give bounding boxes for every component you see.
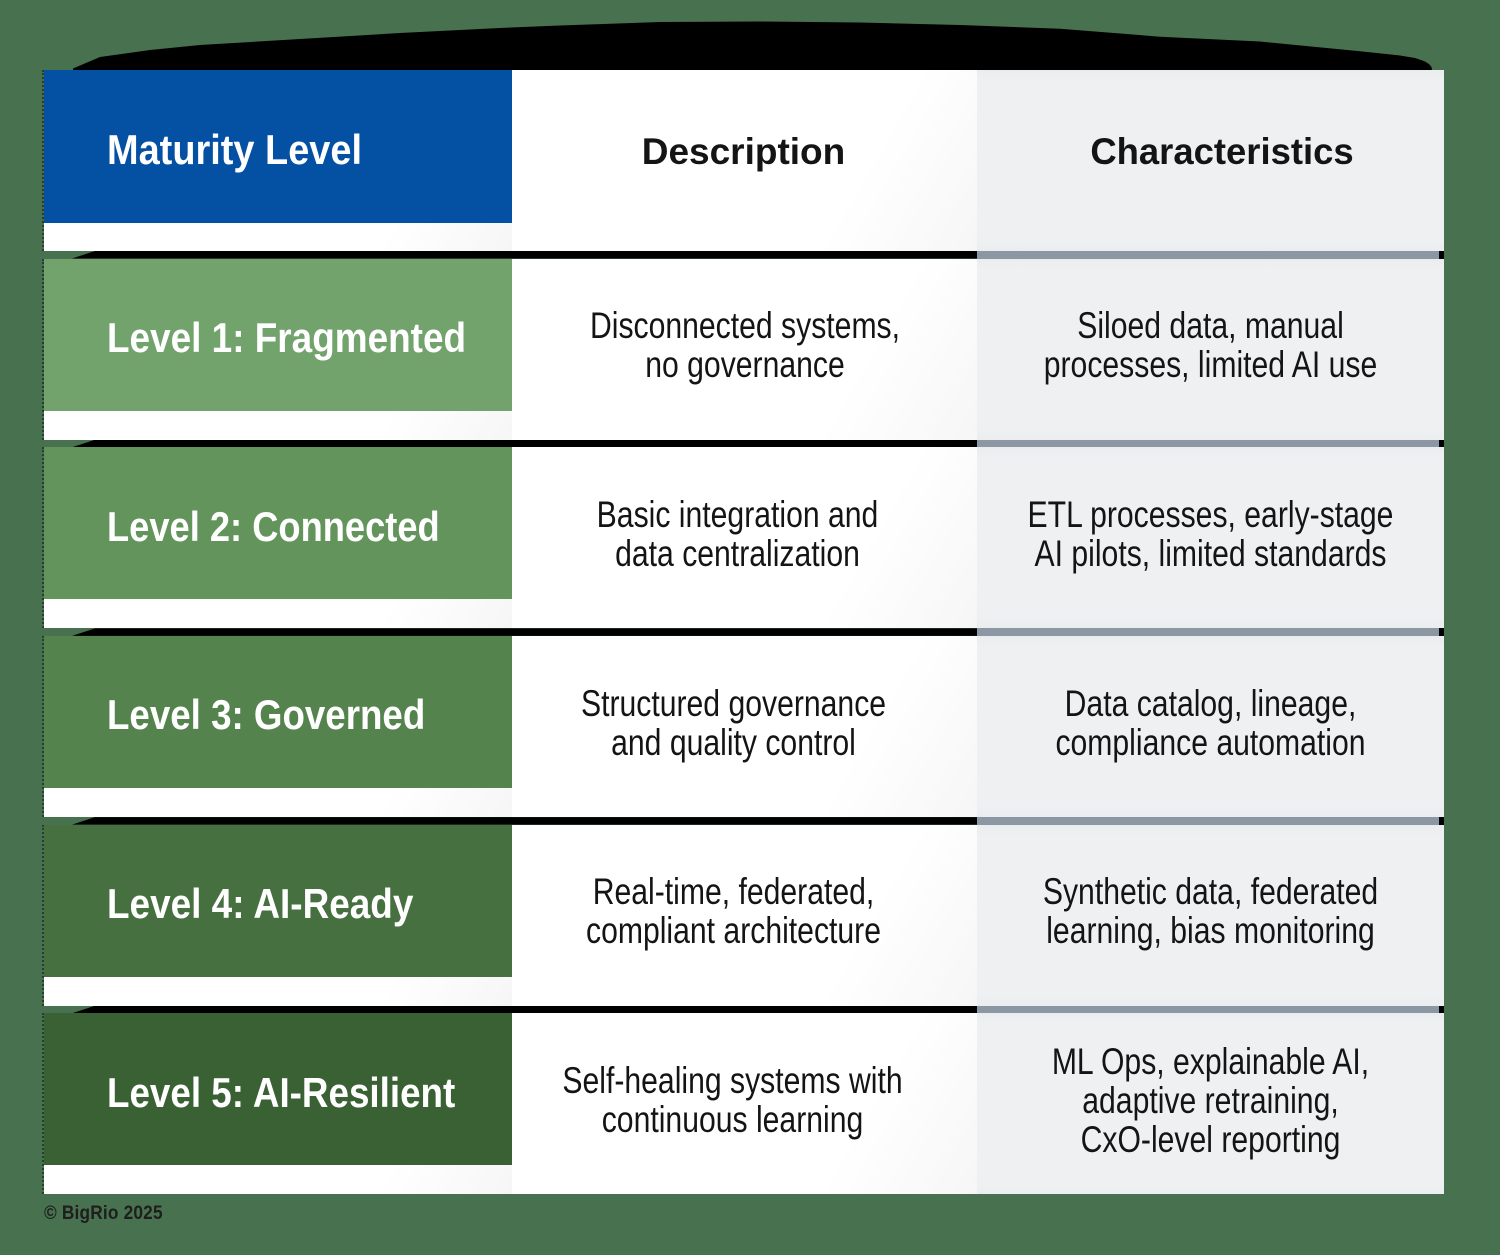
description-line: and quality control [611,721,856,763]
separator-shadow-gray [977,628,1439,636]
table-row-level-3: Level 3: Governed Structured governance … [42,635,1444,818]
description-line: Disconnected systems, [589,305,901,347]
table-row-level-1: Level 1: Fragmented Disconnected systems… [42,258,1444,440]
characteristics-line: Data catalog, lineage, [1064,682,1357,724]
separator-shadow-gray [977,1005,1439,1014]
characteristics-line: AI pilots, limited standards [1034,532,1387,574]
separator-shadow-black [72,817,977,825]
description-line: Real-time, federated, [592,871,875,913]
characteristics-line: Siloed data, manual [1077,305,1344,347]
description-cell: Structured governance and quality contro… [512,635,977,818]
separator-shadow-gray [977,251,1439,259]
level-label: Level 3: Governed [107,691,426,739]
separator-shadow-black [72,1005,977,1014]
description-cell: Self-healing systems with continuous lea… [512,1013,977,1195]
level-cell: Level 1: Fragmented [44,258,512,411]
separator-shadow-black [72,251,977,259]
level-label: Level 2: Connected [107,502,440,550]
description-line: data centralization [615,532,860,574]
row-strip [44,787,512,818]
row-separator [72,1005,1444,1014]
level-cell: Level 2: Connected [44,447,512,600]
header-characteristics-label: Characteristics [1090,131,1354,173]
separator-shadow-tip [1439,628,1444,636]
level-cell: Level 4: AI-Ready [44,824,512,977]
separator-shadow-tip [1439,1005,1444,1014]
row-strip [44,410,512,440]
level-label: Level 4: AI-Ready [107,880,414,928]
level-cell: Level 3: Governed [44,635,512,788]
characteristics-line: compliance automation [1055,721,1366,763]
description-cell: Real-time, federated, compliant architec… [512,824,977,1006]
characteristics-line: ML Ops, explainable AI, [1051,1040,1370,1082]
separator-shadow-tip [1439,817,1444,825]
characteristics-line: CxO-level reporting [1080,1118,1341,1160]
level-cell: Level 5: AI-Resilient [44,1013,512,1166]
characteristics-line: adaptive retraining, [1082,1079,1339,1121]
characteristics-line: ETL processes, early-stage [1027,493,1394,535]
description-cell: Basic integration and data centralizatio… [512,447,977,629]
row-separator [72,817,1444,825]
row-strip [44,1165,512,1195]
separator-shadow-gray [977,439,1439,448]
header-description: Description [512,70,977,251]
header-strip [44,223,512,251]
table-row-level-2: Level 2: Connected Basic integration and… [42,447,1444,629]
table-row-level-4: Level 4: AI-Ready Real-time, federated, … [42,824,1444,1006]
description-line: continuous learning [601,1098,864,1140]
characteristics-cell: ML Ops, explainable AI, adaptive retrain… [977,1013,1444,1195]
table-row-level-5: Level 5: AI-Resilient Self-healing syste… [42,1013,1444,1195]
table-header-row: Maturity Level Description Characteristi… [42,70,1444,251]
header-characteristics: Characteristics [977,70,1444,251]
row-separator [72,628,1444,636]
description-line: compliant architecture [585,910,881,952]
description-line: Basic integration and [596,493,879,535]
top-arc-decoration [73,21,1432,70]
level-label: Level 1: Fragmented [107,314,467,361]
separator-shadow-gray [977,817,1439,825]
characteristics-cell: Synthetic data, federated learning, bias… [977,824,1444,1006]
description-line: no governance [645,344,845,386]
characteristics-cell: ETL processes, early-stage AI pilots, li… [977,447,1444,629]
characteristics-line: learning, bias monitoring [1046,910,1375,952]
description-cell: Disconnected systems, no governance [512,258,977,440]
copyright: © BigRio 2025 [44,1201,163,1224]
description-line: Structured governance [580,682,887,724]
separator-shadow-black [72,628,977,636]
header-maturity-level: Maturity Level [44,70,512,223]
separator-shadow-tip [1439,251,1444,259]
level-label: Level 5: AI-Resilient [107,1068,456,1116]
row-separator [72,251,1444,259]
description-line: Self-healing systems with [562,1060,903,1102]
separator-shadow-black [72,439,977,448]
characteristics-cell: Siloed data, manual processes, limited A… [977,258,1444,440]
characteristics-line: Synthetic data, federated [1042,871,1379,913]
characteristics-cell: Data catalog, lineage, compliance automa… [977,635,1444,818]
separator-shadow-tip [1439,439,1444,448]
row-separator [72,439,1444,448]
header-maturity-level-label: Maturity Level [107,126,363,173]
row-strip [44,599,512,629]
row-strip [44,976,512,1006]
header-description-label: Description [641,131,846,173]
characteristics-line: processes, limited AI use [1043,344,1378,386]
